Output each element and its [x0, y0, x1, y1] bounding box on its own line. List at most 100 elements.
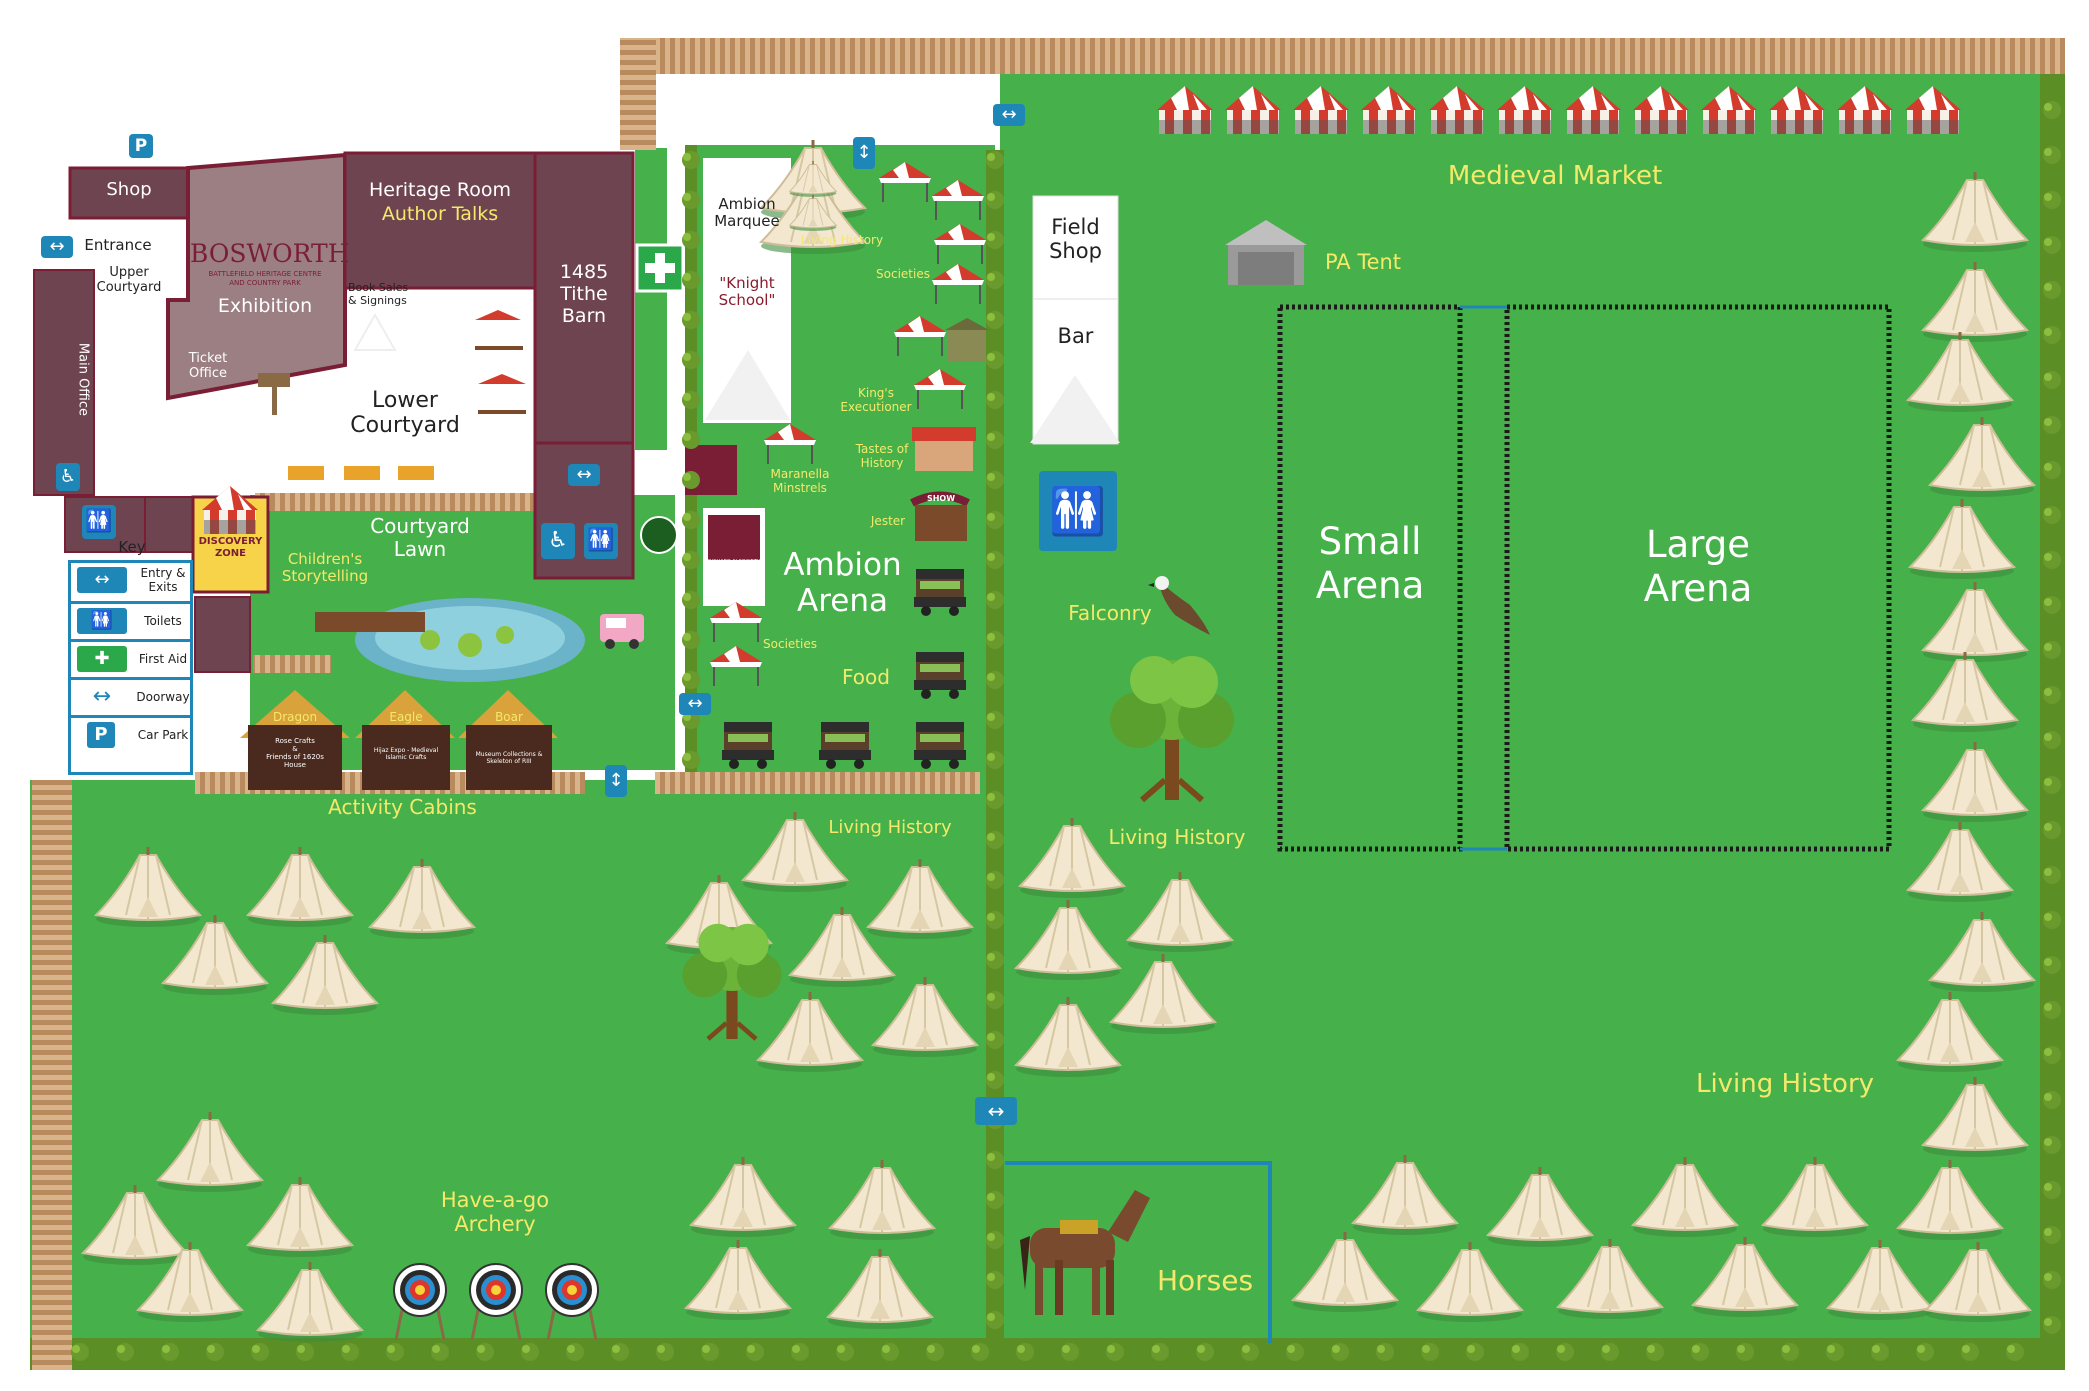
hedge-icon	[986, 671, 1004, 689]
hedge-icon	[2043, 416, 2061, 434]
key-label: First Aid	[138, 651, 188, 666]
toilets-icon: 🚻	[584, 523, 618, 559]
horses-enclosure	[1005, 1161, 1272, 1343]
hedge-icon	[682, 311, 700, 329]
horse-icon	[1020, 1190, 1150, 1315]
discovery-zone-label: DISCOVERY ZONE	[198, 536, 263, 559]
hedge-icon	[2043, 461, 2061, 479]
hedge-icon	[986, 191, 1004, 209]
hedge-icon	[2043, 236, 2061, 254]
pond	[315, 598, 585, 682]
hedge-icon	[2043, 101, 2061, 119]
hedge-icon	[1241, 1343, 1259, 1361]
hedge-icon	[1106, 1343, 1124, 1361]
activity-cabins-label: Activity Cabins	[328, 795, 477, 819]
living-history-label-1: Living History	[828, 817, 952, 838]
shop-label: Shop	[106, 179, 152, 200]
hedge-icon	[1691, 1343, 1709, 1361]
parking-icon: P	[87, 722, 115, 748]
hedge-icon	[2043, 1226, 2061, 1244]
key-label: Doorway	[136, 689, 190, 704]
hedge-icon	[971, 1343, 989, 1361]
living-history-label-3: Living History	[1695, 1069, 1875, 1099]
hedge-icon	[986, 711, 1004, 729]
entry-arrow-icon: ↕	[853, 137, 875, 169]
tithe-barn-label: 1485 Tithe Barn	[559, 261, 609, 327]
hedge-icon	[2043, 1181, 2061, 1199]
hedge-icon	[2043, 1001, 2061, 1019]
hedge-icon	[2043, 1316, 2061, 1334]
hedge-icon	[746, 1343, 764, 1361]
show-stall	[910, 491, 970, 541]
have-a-go-archery-label: Have-a-go Archery	[440, 1188, 550, 1237]
key-row-first-aid: ✚ First Aid	[71, 639, 193, 677]
hedge-icon	[2043, 686, 2061, 704]
maranella-minstrels-label: Maranella Minstrels	[770, 467, 830, 495]
medieval-market-label: Medieval Market	[1447, 161, 1663, 191]
key-row-car-park: P Car Park	[71, 715, 193, 753]
hedge-icon	[986, 231, 1004, 249]
hedge-icon	[2043, 551, 2061, 569]
hedge-icon	[682, 511, 700, 529]
entry-arrow-icon: ↔	[975, 1097, 1017, 1125]
hedge-icon	[431, 1343, 449, 1361]
pa-tent-icon	[1225, 220, 1307, 285]
hedge-icon	[986, 271, 1004, 289]
wheelchair-icon: ♿	[541, 523, 575, 559]
hedge-icon	[341, 1343, 359, 1361]
hedge-icon	[161, 1343, 179, 1361]
key-label: Toilets	[144, 613, 182, 628]
cabin-dragon	[240, 690, 350, 790]
ambion-arena-label: Ambion Arena	[783, 547, 902, 619]
hedge-icon	[986, 631, 1004, 649]
exhibition-label: Exhibition	[217, 295, 313, 317]
hedge-icon	[2043, 1271, 2061, 1289]
parasols	[353, 310, 526, 414]
hedge-icon	[701, 1343, 719, 1361]
hedge-icon	[1556, 1343, 1574, 1361]
book-sales-label: Book Sales & Signings	[348, 281, 409, 307]
hedge-icon	[2043, 506, 2061, 524]
hedge-icon	[1601, 1343, 1619, 1361]
hedge-icon	[986, 511, 1004, 529]
hedge-icon	[1421, 1343, 1439, 1361]
hedge-icon	[386, 1343, 404, 1361]
toilets-icon: 🚻	[1039, 471, 1117, 551]
entry-arrow-icon: ↔	[41, 236, 73, 258]
society-banner-inner	[708, 515, 760, 560]
cabin-dragon-label: Dragon	[272, 710, 318, 724]
lawn-fence-2	[253, 655, 331, 673]
bosworth-logo-subtitle: BATTLEFIELD HERITAGE CENTRE	[208, 270, 322, 278]
map-key: Key ↔ Entry & Exits 🚻 Toilets ✚ First Ai…	[68, 538, 193, 775]
upper-courtyard-label: Upper Courtyard	[96, 265, 162, 295]
key-row-doorway: ↔ Doorway	[71, 677, 193, 715]
hedge-icon	[2043, 326, 2061, 344]
hedge-icon	[2043, 956, 2061, 974]
hedge-icon	[1916, 1343, 1934, 1361]
hedge-icon	[986, 1231, 1004, 1249]
hedge-icon	[682, 271, 700, 289]
hedge-icon	[2043, 641, 2061, 659]
wooden-hut	[945, 318, 989, 362]
hedge-icon	[986, 791, 1004, 809]
discovery-zone-tent	[202, 486, 258, 534]
hedge-icon	[2043, 1046, 2061, 1064]
north-fence	[620, 38, 2065, 74]
key-row-toilets: 🚻 Toilets	[71, 601, 193, 639]
hedge-icon	[986, 1271, 1004, 1289]
hedge-icon	[2043, 596, 2061, 614]
doorway-arrow-icon: ↔	[77, 684, 127, 710]
hedge-icon	[986, 871, 1004, 889]
hedge-icon	[682, 351, 700, 369]
ticket-office-label: Ticket Office	[188, 351, 228, 381]
hedge-icon	[71, 1343, 89, 1361]
living-history-label-2: Living History	[1108, 825, 1246, 849]
childrens-storytelling-label: Children's Storytelling	[281, 550, 369, 586]
hedge-icon	[682, 591, 700, 609]
hedge-icon	[1466, 1343, 1484, 1361]
field-shop-label: Field Shop	[1049, 215, 1102, 264]
hedge-icon	[682, 551, 700, 569]
courtyard-lawn-label: Courtyard Lawn	[370, 514, 470, 561]
key-row-entry-exits: ↔ Entry & Exits	[71, 563, 193, 601]
pa-tent-label: PA Tent	[1324, 250, 1402, 274]
